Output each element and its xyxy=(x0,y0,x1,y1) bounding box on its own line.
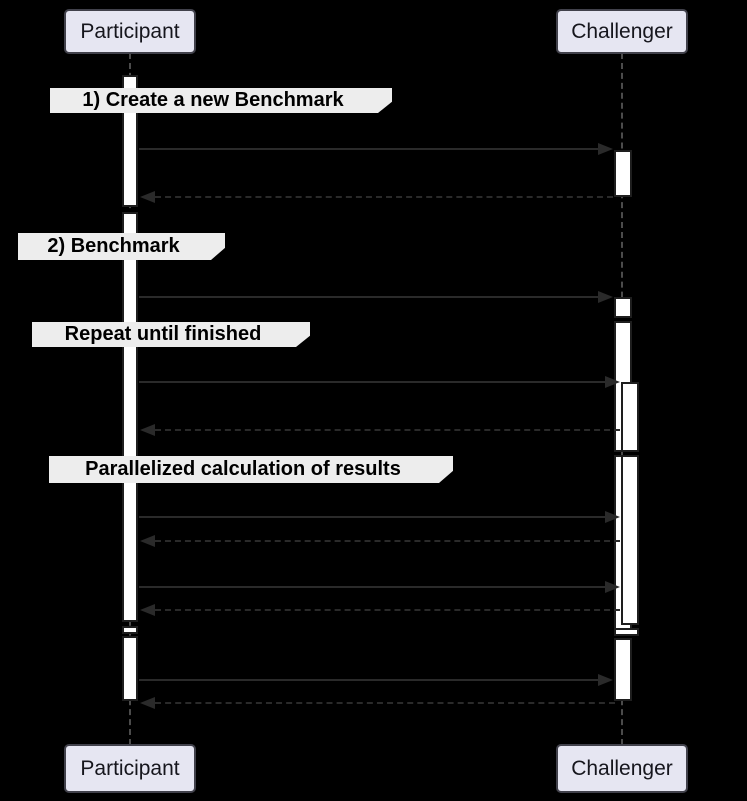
arrowhead-icon xyxy=(605,511,620,523)
challenger-box-top: Challenger xyxy=(556,9,688,54)
arrowhead-icon xyxy=(140,604,155,616)
participant-box-bottom: Participant xyxy=(64,744,196,793)
divider-banner: 2) Benchmark xyxy=(18,233,225,260)
activation-bar-challenger-nested xyxy=(614,628,639,636)
activation-bar-participant xyxy=(122,626,138,634)
challenger-box-bottom: Challenger xyxy=(556,744,688,793)
call-message-arrow xyxy=(139,296,598,298)
arrowhead-icon xyxy=(140,535,155,547)
call-message-arrow xyxy=(139,586,605,588)
arrowhead-icon xyxy=(598,291,613,303)
return-message-arrow xyxy=(155,429,620,431)
return-message-arrow xyxy=(155,702,615,704)
activation-bar-challenger xyxy=(614,638,632,701)
call-message-arrow xyxy=(139,381,605,383)
activation-bar-participant xyxy=(122,636,138,701)
call-message-arrow xyxy=(139,679,598,681)
call-message-arrow xyxy=(139,148,598,150)
arrowhead-icon xyxy=(605,581,620,593)
divider-banner: Repeat until finished xyxy=(32,322,310,347)
return-message-arrow xyxy=(155,196,613,198)
activation-bar-challenger xyxy=(614,150,632,197)
arrowhead-icon xyxy=(140,424,155,436)
participant-box-top: Participant xyxy=(64,9,196,54)
activation-bar-participant xyxy=(122,212,138,622)
activation-bar-challenger-nested xyxy=(621,455,639,625)
call-message-arrow xyxy=(139,516,605,518)
arrowhead-icon xyxy=(598,143,613,155)
return-message-arrow xyxy=(155,540,620,542)
arrowhead-icon xyxy=(605,376,620,388)
arrowhead-icon xyxy=(140,697,155,709)
activation-bar-challenger-nested xyxy=(621,382,639,452)
arrowhead-icon xyxy=(598,674,613,686)
divider-banner: 1) Create a new Benchmark xyxy=(50,88,392,113)
arrowhead-icon xyxy=(140,191,155,203)
return-message-arrow xyxy=(155,609,620,611)
activation-bar-challenger xyxy=(614,297,632,318)
divider-banner: Parallelized calculation of results xyxy=(49,456,453,483)
